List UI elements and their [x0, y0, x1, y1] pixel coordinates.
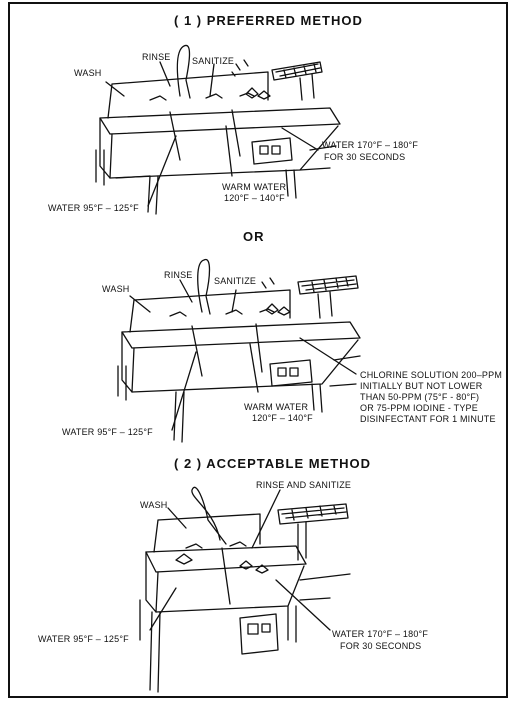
label-warm-water-2: WARM WATER [244, 402, 309, 412]
label-warm-water-range-2: 120°F – 140°F [252, 413, 313, 423]
label-rinse-1: RINSE [142, 52, 171, 62]
three-compartment-sink-illustration-2 [117, 259, 361, 443]
label-chlorine-line-5: DISINFECTANT FOR 1 MINUTE [360, 414, 496, 424]
label-water-hot-time-3: FOR 30 SECONDS [340, 641, 422, 651]
diagram-page [8, 2, 508, 698]
label-water-wash-1: WATER 95°F – 125°F [48, 203, 139, 213]
two-compartment-sink-illustration [139, 486, 351, 693]
label-warm-water-1: WARM WATER [222, 182, 287, 192]
label-wash-2: WASH [102, 284, 130, 294]
three-compartment-sink-illustration-1 [95, 44, 341, 215]
heading-or: OR [243, 229, 265, 244]
label-sanitize-2: SANITIZE [214, 276, 257, 286]
label-water-hot-time-1: FOR 30 SECONDS [324, 152, 406, 162]
label-chlorine-line-4: OR 75-PPM IODINE - TYPE [360, 403, 478, 413]
heading-acceptable-method: ( 2 ) ACCEPTABLE METHOD [174, 456, 372, 471]
label-rinse-and-sanitize: RINSE AND SANITIZE [256, 480, 352, 490]
label-chlorine-line-3: THAN 50-PPM (75°F - 80°F) [360, 392, 480, 402]
label-warm-water-range-1: 120°F – 140°F [224, 193, 285, 203]
label-wash-1: WASH [74, 68, 102, 78]
label-chlorine-line-1: CHLORINE SOLUTION 200–PPM [360, 370, 503, 380]
label-wash-3: WASH [140, 500, 168, 510]
label-sanitize-1: SANITIZE [192, 56, 235, 66]
heading-preferred-method: ( 1 ) PREFERRED METHOD [174, 13, 363, 28]
label-water-wash-2: WATER 95°F – 125°F [62, 427, 153, 437]
label-chlorine-line-2: INITIALLY BUT NOT LOWER [360, 381, 483, 391]
label-water-hot-3: WATER 170°F – 180°F [332, 629, 429, 639]
label-rinse-2: RINSE [164, 270, 193, 280]
label-water-wash-3: WATER 95°F – 125°F [38, 634, 129, 644]
label-water-hot-1: WATER 170°F – 180°F [322, 140, 419, 150]
